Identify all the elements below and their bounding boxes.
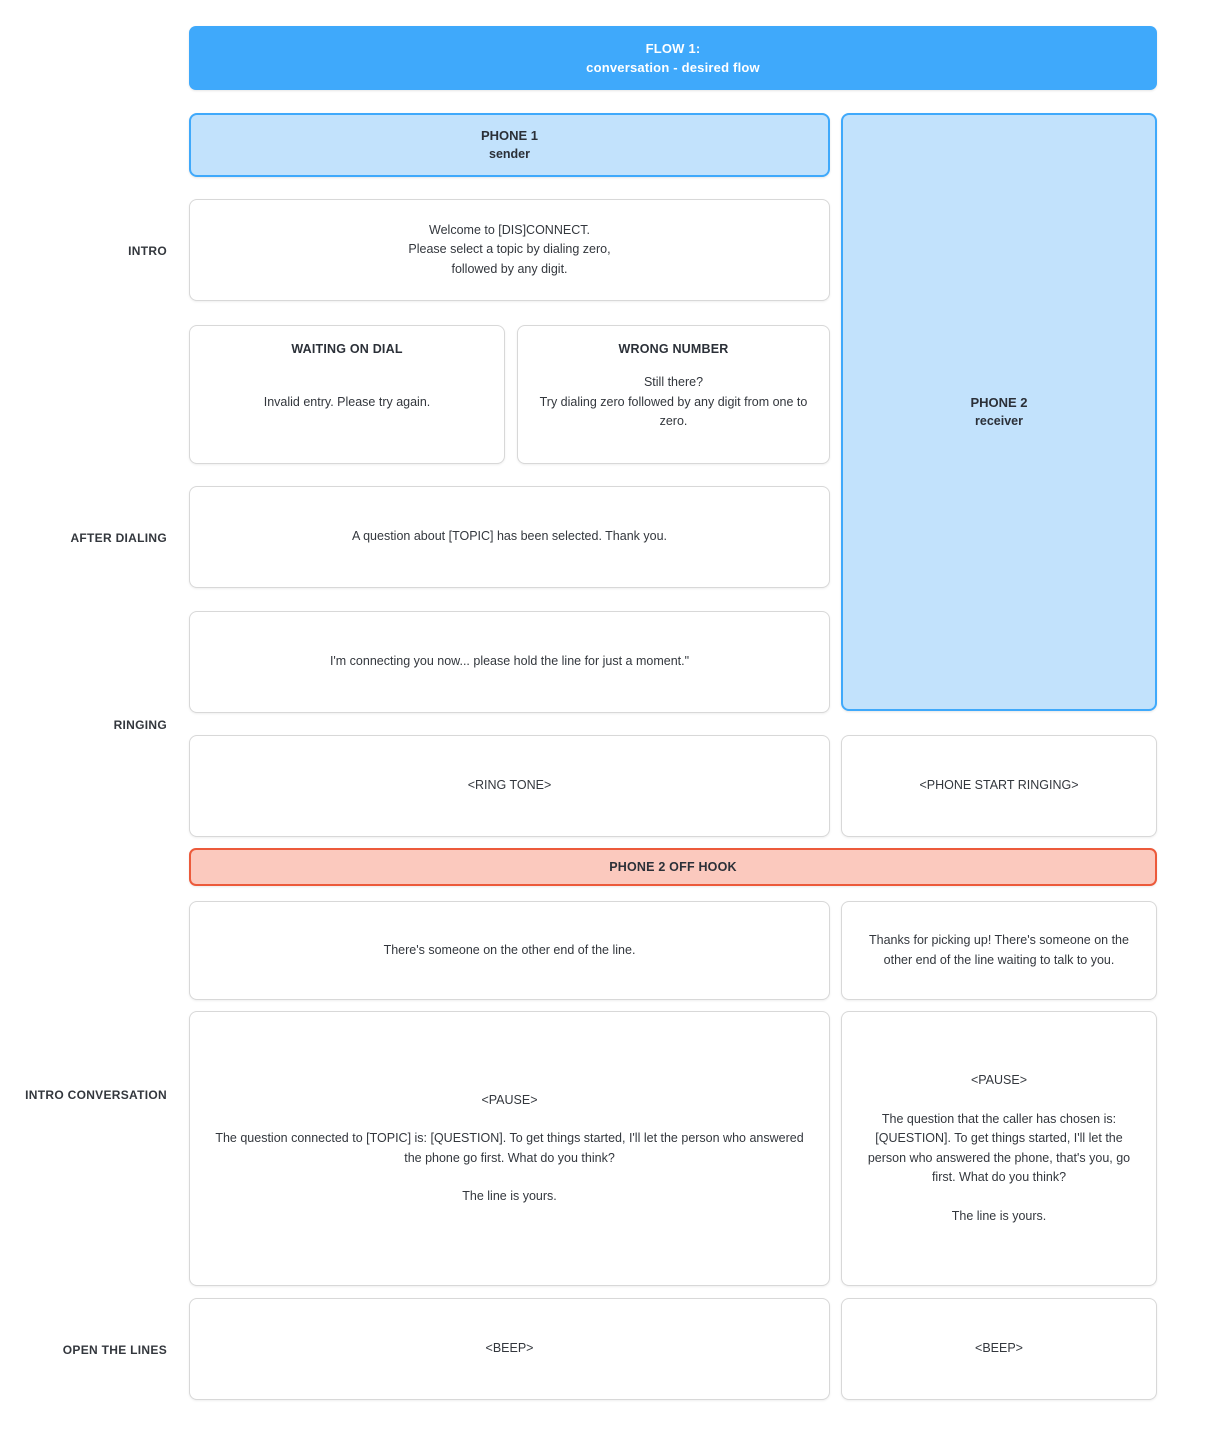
phone1-subtitle: sender <box>489 147 530 161</box>
intro-conv-p2-pause: <PAUSE> <box>970 1073 1028 1087</box>
intro-conv-p1-pause: <PAUSE> <box>481 1092 538 1107</box>
card-ring-tone-text: <RING TONE> <box>467 778 552 793</box>
intro-conv-p2-closing: The line is yours. <box>951 1208 1047 1223</box>
card-topic-selected-text: A question about [TOPIC] has been select… <box>351 529 668 544</box>
intro-conv-p2-main: The question that the caller has chosen … <box>867 1111 1131 1185</box>
waiting-on-dial-body: Invalid entry. Please try again. <box>263 394 431 409</box>
phone2-column-header: PHONE 2 receiver <box>841 113 1157 711</box>
card-someone-on-line-phone2: Thanks for picking up! There's someone o… <box>841 901 1157 1000</box>
card-someone-on-line-phone1-text: There's someone on the other end of the … <box>383 942 636 957</box>
card-welcome: Welcome to [DIS]CONNECT. Please select a… <box>189 199 830 301</box>
flow-title-line2: conversation - desired flow <box>586 60 760 75</box>
card-topic-selected: A question about [TOPIC] has been select… <box>189 486 830 588</box>
welcome-line-2: Please select a topic by dialing zero, <box>408 242 611 257</box>
phone1-column-header: PHONE 1 sender <box>189 113 830 177</box>
row-label-intro-conversation: INTRO CONVERSATION <box>25 1088 167 1102</box>
phone2-title: PHONE 2 <box>970 395 1028 410</box>
card-beep-phone1: <BEEP> <box>189 1298 830 1400</box>
card-intro-conversation-phone2: <PAUSE> The question that the caller has… <box>841 1011 1157 1286</box>
row-label-intro: INTRO <box>128 244 167 258</box>
wrong-number-body: Still there? Try dialing zero followed b… <box>518 356 829 463</box>
row-label-after-dialing: AFTER DIALING <box>70 531 167 545</box>
card-connecting: I'm connecting you now... please hold th… <box>189 611 830 713</box>
card-wrong-number: WRONG NUMBER Still there? Try dialing ze… <box>517 325 830 464</box>
off-hook-label: PHONE 2 OFF HOOK <box>609 860 737 874</box>
phone2-off-hook-banner: PHONE 2 OFF HOOK <box>189 848 1157 886</box>
card-welcome-text: Welcome to [DIS]CONNECT. Please select a… <box>208 221 811 280</box>
card-phone-start-ringing: <PHONE START RINGING> <box>841 735 1157 837</box>
card-ring-tone: <RING TONE> <box>189 735 830 837</box>
card-beep-phone2: <BEEP> <box>841 1298 1157 1400</box>
flow-header-banner: FLOW 1: conversation - desired flow <box>189 26 1157 90</box>
wrong-number-line-1: Still there? <box>643 375 704 390</box>
welcome-line-3: followed by any digit. <box>451 261 568 276</box>
card-beep-phone2-text: <BEEP> <box>975 1341 1023 1356</box>
card-connecting-text: I'm connecting you now... please hold th… <box>329 654 690 669</box>
card-intro-conversation-phone1: <PAUSE> The question connected to [TOPIC… <box>189 1011 830 1286</box>
card-waiting-on-dial: WAITING ON DIAL Invalid entry. Please tr… <box>189 325 505 464</box>
row-label-open-the-lines: OPEN THE LINES <box>62 1343 167 1357</box>
phone2-subtitle: receiver <box>975 414 1023 428</box>
intro-conv-p1-main: The question connected to [TOPIC] is: [Q… <box>215 1131 804 1165</box>
card-intro-conversation-phone1-text: <PAUSE> The question connected to [TOPIC… <box>208 1091 811 1207</box>
welcome-line-1: Welcome to [DIS]CONNECT. <box>429 222 590 237</box>
intro-conv-p1-closing: The line is yours. <box>462 1189 557 1203</box>
row-label-ringing: RINGING <box>113 718 167 732</box>
phone1-title: PHONE 1 <box>480 128 539 143</box>
card-phone-start-ringing-text: <PHONE START RINGING> <box>919 778 1079 793</box>
card-beep-phone1-text: <BEEP> <box>485 1341 534 1356</box>
flow-title-line1: FLOW 1: <box>645 41 701 56</box>
wrong-number-title: WRONG NUMBER <box>618 342 729 356</box>
wrong-number-line-2: Try dialing zero followed by any digit f… <box>539 394 808 429</box>
card-intro-conversation-phone2-text: <PAUSE> The question that the caller has… <box>860 1071 1138 1226</box>
waiting-on-dial-title: WAITING ON DIAL <box>291 342 403 356</box>
card-someone-on-line-phone2-text: Thanks for picking up! There's someone o… <box>869 933 1129 967</box>
card-someone-on-line-phone1: There's someone on the other end of the … <box>189 901 830 1000</box>
